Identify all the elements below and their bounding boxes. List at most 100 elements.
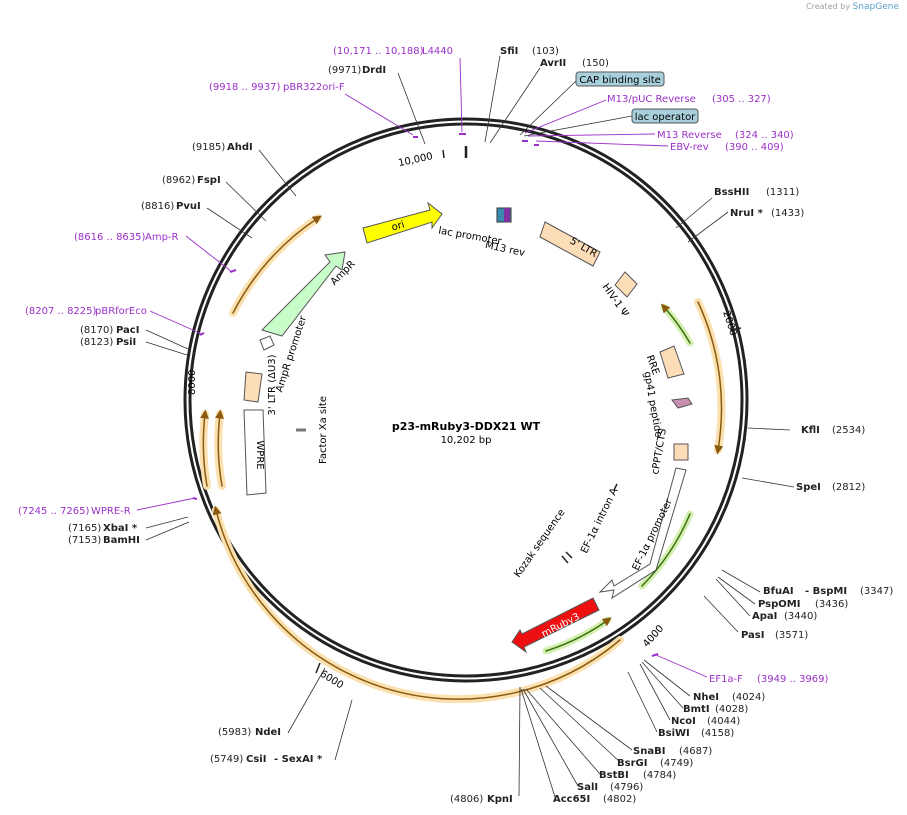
site-name-ebvrev: EBV-rev (670, 142, 709, 153)
site-name-ahdi: AhdI (227, 142, 253, 153)
site-pos-pbrforeco: (8207 .. 8225) (25, 306, 97, 317)
site-name-m13rev: M13 Reverse (657, 130, 722, 141)
backbone-inner (188, 122, 744, 678)
snapgene-logo-text: SnapGene (852, 2, 899, 12)
site-name-bmti: BmtI (683, 704, 710, 715)
site-name-pbrforeco: pBRforEco (95, 306, 147, 317)
site-pos-spei: (2812) (832, 482, 865, 493)
feature-hiv-psi[interactable] (614, 271, 638, 298)
plasmid-size: 10,202 bp (441, 435, 492, 446)
primer-leaders (136, 57, 708, 678)
site-name-bsshii: BssHII (714, 187, 749, 198)
site-name-bfuai: BfuAI (763, 586, 794, 597)
site-pos-wprer: (7245 .. 7265) (18, 506, 90, 517)
site-name-sali: SalI (577, 782, 598, 793)
site-leaders (145, 55, 795, 798)
site-name-csii: CsiI (246, 754, 266, 765)
feature-rre[interactable] (659, 345, 685, 379)
orf-arcs (199, 214, 726, 704)
feature-3ltr-label: 3' LTR (ΔU3) (267, 354, 278, 415)
site-pos-xbai: (7165) (68, 523, 101, 534)
tick-10000: 10,000 (397, 151, 434, 169)
site-pos-ampr: (8616 .. 8635) (74, 232, 146, 243)
site-pos-ndei: (5983) (218, 727, 251, 738)
plasmid-name: p23-mRuby3-DDX21 WT (392, 420, 541, 433)
feature-m13rev-label: M13 rev (484, 240, 526, 259)
site-pos-kfli: (2534) (832, 425, 865, 436)
credit-prefix: Created by (806, 2, 851, 11)
site-name-ndei: NdeI (255, 727, 281, 738)
primer-marks (192, 133, 659, 657)
feature-wpre[interactable] (243, 409, 267, 496)
site-name-m13puc: M13/pUC Reverse (607, 94, 696, 105)
feature-gp41[interactable] (671, 397, 693, 409)
cap-binding-label: CAP binding site (579, 75, 661, 86)
feature-wpre-label: WPRE (254, 440, 265, 469)
feature-ef1a-intron-label: EF-1α intron A (579, 486, 620, 555)
site-name-sexai: - SexAI * (274, 754, 323, 765)
feature-ampr-promoter-shape (259, 335, 275, 351)
site-name-bamhi: BamHI (103, 535, 140, 546)
site-name-pvui: PvuI (176, 201, 201, 212)
green-orf-arcs (542, 303, 694, 655)
site-name-kfli: KflI (801, 425, 820, 436)
site-pos-ef1af: (3949 .. 3969) (757, 674, 829, 685)
site-pos-apai: (3440) (784, 611, 817, 622)
site-pos-m13puc: (305 .. 327) (712, 94, 771, 105)
site-name-kpni: KpnI (487, 794, 513, 805)
site-name-bspmi: - BspMI (805, 586, 847, 597)
site-name-pspomi: PspOMI (758, 599, 800, 610)
site-pos-ahdi: (9185) (192, 142, 225, 153)
feature-ori-label: ori (390, 219, 406, 233)
feature-mruby3[interactable] (511, 597, 600, 654)
site-name-sfii: SfiI (500, 46, 518, 57)
cap-binding-box (575, 71, 665, 87)
site-name-pasi: PasI (741, 630, 764, 641)
site-pos-bamhi: (7153) (68, 535, 101, 546)
backbone-outer (183, 117, 749, 683)
site-name-ampr: Amp-R (145, 232, 179, 243)
site-pos-kpni: (4806) (450, 794, 483, 805)
lac-operator-label: lac operator (635, 112, 696, 123)
site-name-avrii: AvrII (540, 58, 566, 69)
site-name-bsrgi: BsrGI (617, 758, 647, 769)
site-pos-bsrgi: (4749) (660, 758, 693, 769)
feature-cppt[interactable] (673, 443, 689, 461)
site-pos-paci: (8170) (80, 325, 113, 336)
site-pos-snabi: (4687) (679, 746, 712, 757)
site-name-l4440: L4440 (422, 46, 453, 57)
feature-3ltr[interactable] (243, 371, 263, 403)
site-pos-bmti: (4028) (715, 704, 748, 715)
site-name-nrui: NruI * (730, 208, 764, 219)
feature-ef1a-promoter[interactable] (598, 467, 687, 600)
site-pos-bfuai: (3347) (860, 586, 893, 597)
site-pos-avrii: (150) (582, 58, 609, 69)
site-pos-csii: (5749) (210, 754, 243, 765)
site-name-snabi: SnaBI (633, 746, 665, 757)
tick-4000: 4000 (641, 623, 666, 649)
site-pos-nhei: (4024) (732, 692, 765, 703)
site-pos-bstbi: (4784) (643, 770, 676, 781)
site-pos-drdi: (9971) (328, 65, 361, 76)
site-pos-bsiwi: (4158) (701, 728, 734, 739)
site-pos-pbr322: (9918 .. 9937) (209, 82, 281, 93)
site-name-acc65i: Acc65I (553, 794, 590, 805)
site-name-apai: ApaI (752, 611, 777, 622)
site-pos-psii: (8123) (80, 337, 113, 348)
feature-5ltr[interactable] (539, 221, 601, 267)
feature-factor-xa-label: Factor Xa site (318, 396, 329, 464)
site-name-drdi: DrdI (362, 65, 386, 76)
site-pos-fspi: (8962) (162, 175, 195, 186)
site-name-psii: PsiI (116, 337, 136, 348)
site-pos-sali: (4796) (610, 782, 643, 793)
site-pos-l4440: (10,171 .. 10,188) (333, 46, 424, 57)
site-name-nhei: NheI (693, 692, 719, 703)
site-pos-acc65i: (4802) (603, 794, 636, 805)
site-pos-pasi: (3571) (775, 630, 808, 641)
site-name-xbai: XbaI * (103, 523, 138, 534)
site-labels-left: (10,171 .. 10,188) L4440 (9971) DrdI (99… (18, 46, 513, 805)
feature-ampr[interactable] (261, 251, 346, 337)
site-name-spei: SpeI (796, 482, 821, 493)
feature-ori[interactable] (362, 201, 443, 244)
